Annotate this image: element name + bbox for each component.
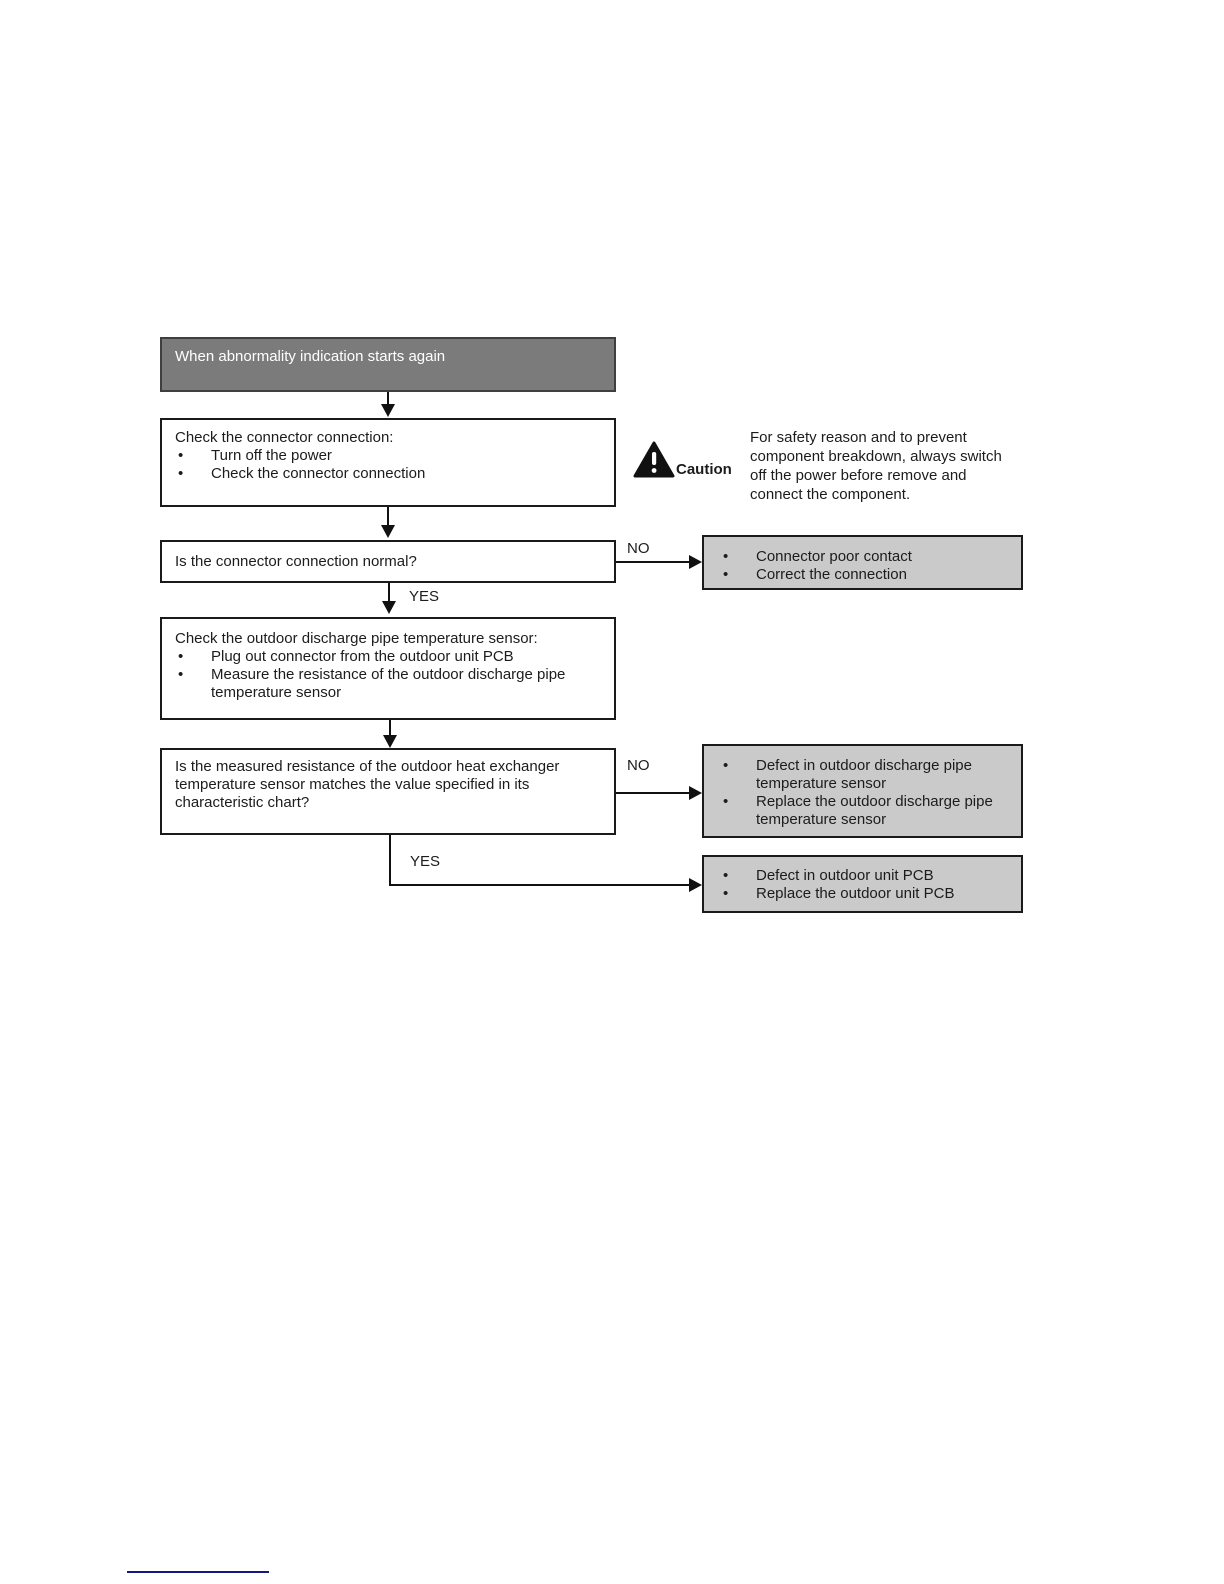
- connector-line: [389, 720, 391, 736]
- flowchart-start-box: When abnormality indication starts again: [160, 337, 616, 392]
- list-item: Connector poor contact: [720, 548, 1011, 566]
- edge-label-no: NO: [627, 757, 650, 774]
- list-item: Check the connector connection: [175, 465, 604, 483]
- question-resistance-text: Is the measured resistance of the outdoo…: [175, 758, 560, 811]
- arrowhead-down-icon: [381, 404, 395, 417]
- bullet-icon: [175, 447, 211, 465]
- bullet-icon: [175, 666, 211, 684]
- start-box-text: When abnormality indication starts again: [175, 348, 446, 365]
- caution-label: Caution: [676, 461, 732, 478]
- result-connector-box: Connector poor contact Correct the conne…: [702, 535, 1023, 590]
- arrowhead-down-icon: [381, 525, 395, 538]
- connector-line: [389, 835, 391, 886]
- bullet-icon: [720, 793, 756, 811]
- connector-line: [616, 792, 690, 794]
- bullet-icon: [720, 885, 756, 903]
- bullet-icon: [720, 867, 756, 885]
- list-item: Replace the outdoor unit PCB: [720, 885, 1011, 903]
- connector-line: [387, 392, 389, 406]
- footer-rule: [127, 1571, 269, 1573]
- check-sensor-box: Check the outdoor discharge pipe tempera…: [160, 617, 616, 720]
- bullet-icon: [175, 648, 211, 666]
- question-connector-text: Is the connector connection normal?: [175, 553, 417, 570]
- connector-line: [388, 583, 390, 602]
- connector-line: [387, 507, 389, 526]
- list-item: Correct the connection: [720, 566, 1011, 584]
- arrowhead-down-icon: [383, 735, 397, 748]
- arrowhead-right-icon: [689, 786, 702, 800]
- result-pcb-box: Defect in outdoor unit PCB Replace the o…: [702, 855, 1023, 913]
- question-resistance-box: Is the measured resistance of the outdoo…: [160, 748, 616, 835]
- warning-triangle-icon: [633, 441, 675, 479]
- edge-label-no: NO: [627, 540, 650, 557]
- list-item: Replace the outdoor discharge pipe tempe…: [720, 793, 1011, 829]
- edge-label-yes: YES: [410, 853, 441, 870]
- connector-line: [389, 884, 690, 886]
- bullet-icon: [175, 465, 211, 483]
- check-connector-title: Check the connector connection:: [175, 429, 394, 446]
- edge-label-yes: YES: [409, 588, 440, 605]
- bullet-icon: [720, 757, 756, 775]
- bullet-icon: [720, 548, 756, 566]
- bullet-icon: [720, 566, 756, 584]
- connector-line: [616, 561, 690, 563]
- list-item: Measure the resistance of the outdoor di…: [175, 666, 604, 702]
- list-item: Defect in outdoor discharge pipe tempera…: [720, 757, 1011, 793]
- arrowhead-right-icon: [689, 878, 702, 892]
- list-item: Turn off the power: [175, 447, 604, 465]
- arrowhead-down-icon: [382, 601, 396, 614]
- question-connector-box: Is the connector connection normal?: [160, 540, 616, 583]
- check-sensor-title: Check the outdoor discharge pipe tempera…: [175, 630, 538, 647]
- result-sensor-box: Defect in outdoor discharge pipe tempera…: [702, 744, 1023, 838]
- check-connector-box: Check the connector connection: Turn off…: [160, 418, 616, 507]
- list-item: Defect in outdoor unit PCB: [720, 867, 1011, 885]
- list-item: Plug out connector from the outdoor unit…: [175, 648, 604, 666]
- arrowhead-right-icon: [689, 555, 702, 569]
- caution-note: For safety reason and to prevent compone…: [750, 429, 1002, 503]
